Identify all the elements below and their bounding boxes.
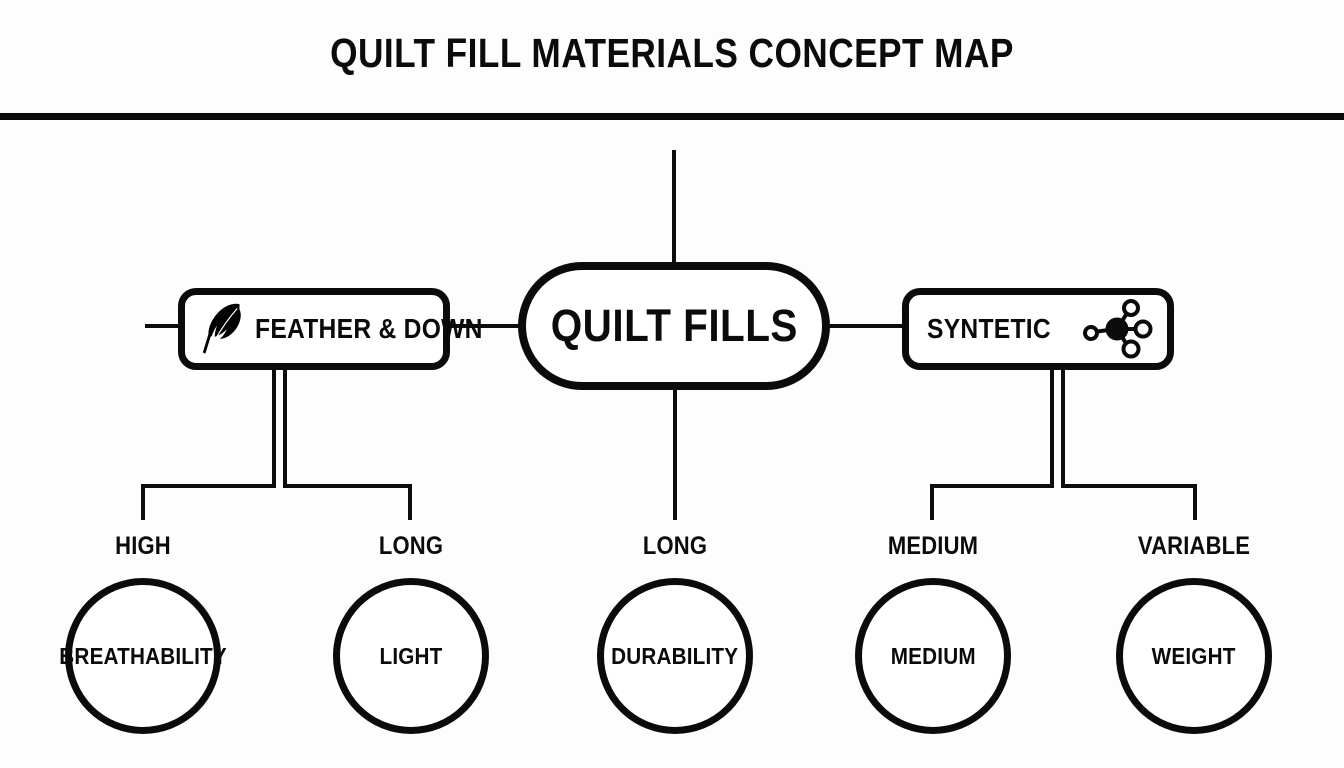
leaf-label-medium: MEDIUM <box>890 642 976 669</box>
connector-right-drop-medium <box>930 484 934 520</box>
branch-label-long-center: LONG <box>642 532 708 560</box>
leaf-label-durability: DURABILITY <box>611 642 739 669</box>
leaf-circle-breathability[interactable]: BREATHABILITY <box>59 578 227 734</box>
page-title: QUILT FILL MATERIALS CONCEPT MAP <box>330 30 1014 76</box>
branch-label-medium: MEDIUM <box>887 532 979 560</box>
connector-top-stem <box>672 150 676 265</box>
node-quilt-fills-label: QUILT FILLS <box>550 300 798 351</box>
node-syntetic[interactable]: SYNTETIC <box>902 288 1174 370</box>
leaf-label-weight: WEIGHT <box>1152 642 1236 669</box>
node-feather-and-down-label: FEATHER & DOWN <box>255 313 483 344</box>
connector-left-crossbar-left <box>141 484 276 488</box>
connector-left-crossbar-right <box>283 484 412 488</box>
connector-left-drop-high <box>141 484 145 520</box>
connector-left-stub <box>145 324 185 328</box>
molecule-icon <box>1083 299 1153 359</box>
leaf-circle-light[interactable]: LIGHT <box>333 578 489 734</box>
branch-label-variable: VARIABLE <box>1137 532 1251 560</box>
leaf-label-light: LIGHT <box>379 642 443 669</box>
connector-right-crossbar-right <box>1061 484 1197 488</box>
leaf-circle-medium[interactable]: MEDIUM <box>855 578 1011 734</box>
node-quilt-fills[interactable]: QUILT FILLS <box>518 262 830 390</box>
node-syntetic-label: SYNTETIC <box>927 313 1051 344</box>
branch-label-high: HIGH <box>115 532 171 560</box>
connector-center-drop-long <box>673 388 677 520</box>
connector-right-stem-a <box>1050 368 1054 487</box>
leaf-circle-durability[interactable]: DURABILITY <box>597 578 753 734</box>
leaf-label-breathability: BREATHABILITY <box>59 642 227 669</box>
connector-right-crossbar-left <box>930 484 1054 488</box>
connector-left-stem-b <box>283 368 287 487</box>
connector-left-drop-long <box>408 484 412 520</box>
header-divider <box>0 113 1344 120</box>
connector-left-stem-a <box>272 368 276 487</box>
connector-center-to-left <box>444 324 524 328</box>
connector-right-drop-variable <box>1193 484 1197 520</box>
feather-icon <box>202 303 241 354</box>
connector-right-stem-b <box>1061 368 1065 487</box>
node-feather-and-down[interactable]: FEATHER & DOWN <box>178 288 482 370</box>
connector-center-to-right <box>824 324 908 328</box>
leaf-circle-weight[interactable]: WEIGHT <box>1116 578 1272 734</box>
branch-label-long-left: LONG <box>378 532 444 560</box>
